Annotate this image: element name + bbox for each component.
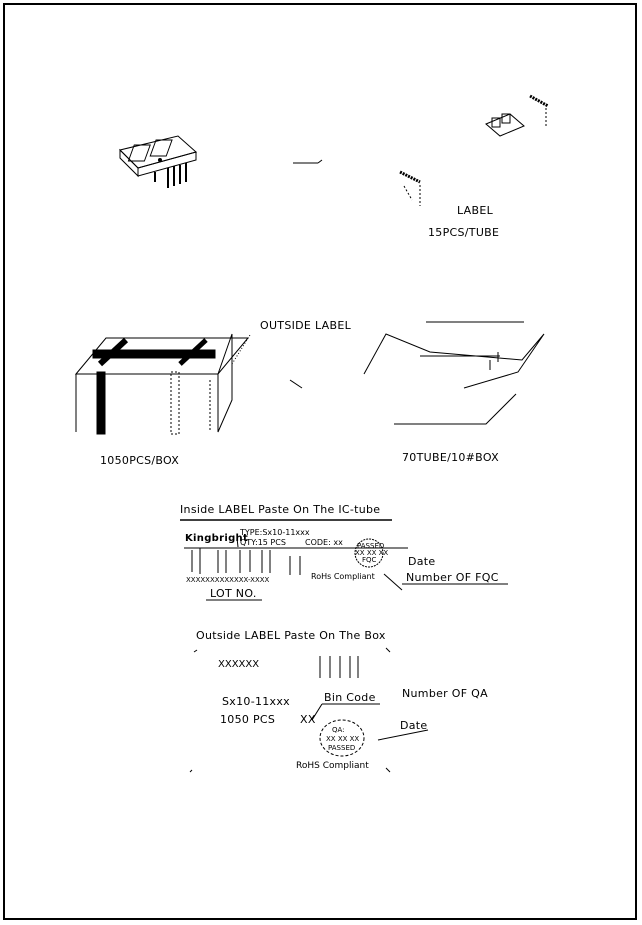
qa-stamp-passed: PASSED [328, 744, 356, 752]
box-qty-text: 1050 PCS [220, 713, 276, 726]
code-line: CODE: xx [305, 538, 343, 547]
barcode-text: XXXXXXXXXXXXX-XXXX [186, 576, 270, 584]
lot-no-text: LOT NO. [210, 587, 257, 600]
number-fqc-text: Number OF FQC [406, 571, 499, 584]
qty-per-tube-text: 15PCS/TUBE [428, 226, 500, 239]
tube-label-text: LABEL [457, 204, 494, 217]
shipping-box [74, 333, 251, 435]
stamp-passed: PASSED [357, 542, 385, 550]
box-rohs-text: RoHS Compliant [296, 761, 369, 771]
qa-stamp-date: XX XX XX [326, 735, 360, 743]
arrow-line [289, 379, 303, 389]
brand-text: Kingbright [185, 533, 249, 544]
outside-label-drawing [189, 647, 429, 773]
rohs-text: RoHs Compliant [311, 572, 375, 581]
bin-code-text: Bin Code [324, 691, 376, 704]
box-date-text: Date [400, 719, 428, 732]
inside-label-title: Inside LABEL Paste On The IC-tube [180, 503, 381, 516]
xx-text: XX [300, 713, 316, 726]
inside-label-drawing [180, 519, 508, 601]
ic-tube [399, 94, 549, 206]
number-qa-text: Number OF QA [402, 687, 488, 700]
outside-box-label-title: Outside LABEL Paste On The Box [196, 629, 386, 642]
page-border [3, 3, 637, 920]
qa-stamp-label: QA: [332, 726, 345, 734]
tube-tray [363, 321, 545, 425]
display-component [119, 135, 198, 188]
stamp-date: XX XX XX [355, 549, 389, 557]
part-number-text: Sx10-11xxx [222, 695, 290, 708]
xxxxxx-text: XXXXXX [218, 659, 260, 670]
outside-label-text: OUTSIDE LABEL [260, 319, 352, 332]
date-text: Date [408, 555, 436, 568]
pcs-per-box-text: 1050PCS/BOX [100, 454, 180, 467]
stamp-fqc: FQC [362, 556, 377, 564]
type-line: TYPE:Sx10-11xxx [240, 528, 310, 537]
qty-line: QTY:15 PCS [240, 538, 286, 547]
tubes-per-box-text: 70TUBE/10#BOX [402, 451, 499, 464]
